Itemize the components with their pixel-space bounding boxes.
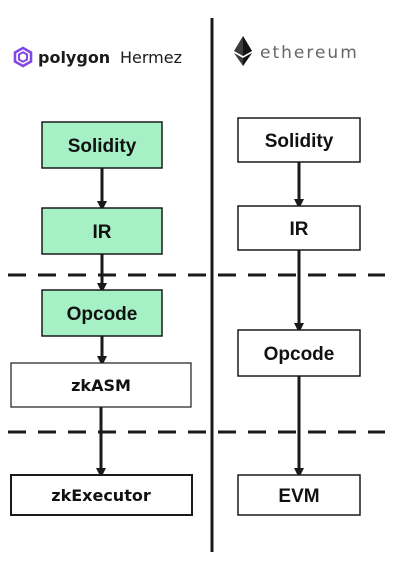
right-box-solidity-label: Solidity bbox=[265, 131, 334, 152]
right-stack: Solidity IR Opcode EVM bbox=[237, 117, 361, 516]
left-box-zkexecutor-label: zkExecutor bbox=[51, 486, 151, 505]
left-box-solidity-label: Solidity bbox=[68, 136, 137, 157]
right-box-solidity bbox=[237, 117, 361, 163]
polygon-icon bbox=[13, 46, 33, 68]
left-box-opcode bbox=[41, 289, 163, 337]
left-box-zkasm-label: zkASM bbox=[71, 376, 131, 395]
left-box-ir bbox=[41, 207, 163, 255]
left-box-zkexecutor bbox=[10, 474, 193, 516]
right-box-opcode bbox=[237, 329, 361, 377]
right-box-opcode-label: Opcode bbox=[264, 344, 335, 365]
polygon-hermez-logo: polygon Hermez bbox=[13, 46, 182, 68]
hermez-wordmark: Hermez bbox=[120, 48, 182, 67]
right-box-ir bbox=[237, 205, 361, 251]
left-box-opcode-label: Opcode bbox=[67, 304, 138, 325]
left-stack: Solidity IR Opcode zkASM zkExecutor bbox=[10, 121, 193, 516]
right-box-evm bbox=[237, 474, 361, 516]
right-box-evm-label: EVM bbox=[278, 486, 319, 507]
ethereum-wordmark: ethereum bbox=[260, 43, 359, 63]
ethereum-logo: ethereum bbox=[234, 36, 359, 66]
left-box-ir-label: IR bbox=[93, 222, 112, 243]
ethereum-icon bbox=[234, 36, 252, 66]
polygon-wordmark: polygon bbox=[38, 48, 110, 67]
right-box-ir-label: IR bbox=[290, 219, 309, 240]
